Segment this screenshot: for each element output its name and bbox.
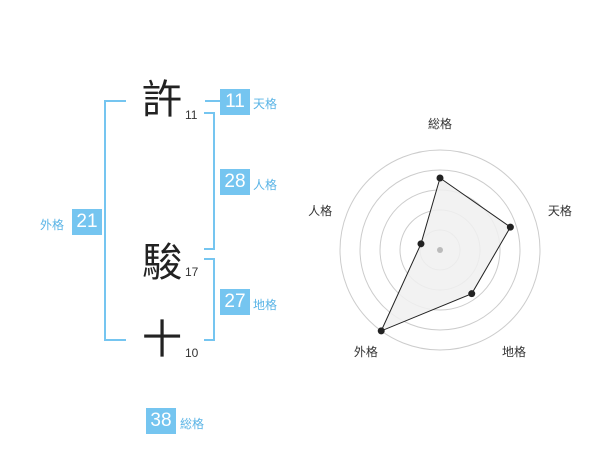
radar-axis-label: 外格 [354,344,378,359]
radar-ring [339,149,541,351]
ten-kaku-value: 11 [220,89,250,115]
jin-kaku-label: 人格 [253,178,278,192]
name-char-2: 駿 [142,240,182,286]
stroke-count-2: 17 [185,265,199,279]
gai-bracket-vertical [104,100,106,341]
chi-bracket-top [204,258,215,260]
gai-bracket-top [104,100,126,102]
radar-ring [359,169,521,331]
stroke-count-3: 10 [185,346,199,360]
radar-axis-label: 地格 [502,344,526,359]
so-kaku-label: 総格 [180,417,205,431]
gai-bracket-bottom [104,339,126,341]
chi-kaku-label: 地格 [253,298,278,312]
chi-kaku-value: 27 [220,289,250,315]
radar-point-3 [468,290,476,298]
ten-kaku-label: 天格 [253,97,278,111]
radar-axis-label: 天格 [548,203,572,218]
gai-kaku-value: 21 [72,209,102,235]
so-kaku-value: 38 [146,408,176,434]
jin-bracket-top [204,112,215,114]
chi-bracket-vertical [213,258,215,341]
gai-kaku-label: 外格 [40,218,65,232]
radar-point-4 [377,327,385,335]
stroke-count-1: 11 [185,108,198,122]
jin-bracket-bottom [204,248,215,250]
chi-bracket-bottom [204,339,215,341]
radar-point-5 [417,240,425,248]
radar-series-polygon [380,177,512,332]
radar-point-2 [506,223,514,231]
jin-bracket-vertical [213,112,215,250]
name-char-3: 十 [142,317,182,363]
radar-point-1 [436,174,444,182]
ten-connector [205,100,221,102]
radar-axis-label: 総格 [428,116,452,131]
jin-kaku-value: 28 [220,169,250,195]
radar-axis-label: 人格 [308,203,332,218]
name-char-1: 許 [142,77,182,123]
radar-center-dot [437,247,443,253]
